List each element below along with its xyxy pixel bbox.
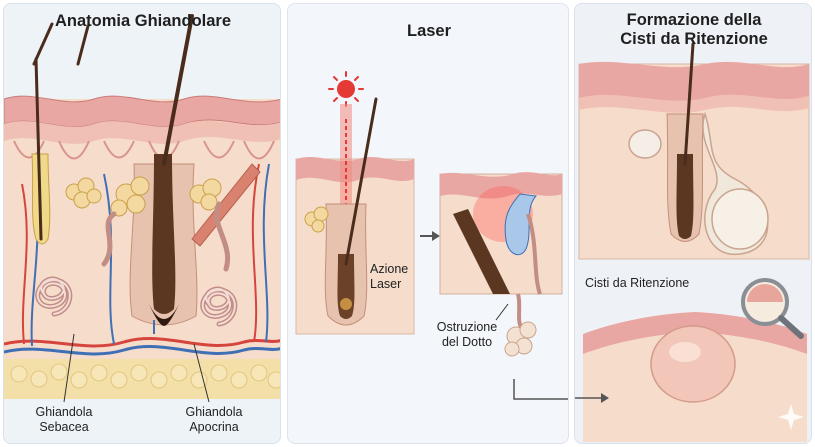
duct-obstruction-label: Ostruzione del Dotto	[436, 320, 498, 349]
apocrine-gland-label: Ghiandola Apocrina	[185, 405, 243, 434]
retention-cyst-label: Cisti da Ritenzione	[585, 276, 690, 290]
anatomy-title: Anatomia Ghiandolare	[54, 12, 232, 30]
sebaceous-gland-label: Ghiandola Sebacea	[35, 405, 93, 434]
laser-action-label: Azione Laser	[370, 262, 409, 291]
cyst-illustration	[575, 42, 810, 442]
panel-gland-anatomy: Anatomia Ghiandolare Ghiandola Sebacea G…	[3, 3, 281, 444]
cyst-formation-title: Formazione della Cisti da Ritenzione	[620, 11, 768, 48]
anatomy-illustration	[4, 14, 280, 403]
magnifier-icon	[741, 278, 804, 339]
laser-illustration	[295, 71, 568, 400]
arrow-right-icon	[420, 231, 440, 241]
panel-cyst-formation: Formazione della Cisti da Ritenzione Cis…	[574, 3, 812, 444]
laser-title: Laser	[406, 22, 452, 40]
sparkle-icon	[778, 404, 804, 430]
laser-sun-icon	[328, 71, 364, 107]
panel-laser: Laser Azione Laser Ostruzione del Dotto	[287, 3, 569, 444]
